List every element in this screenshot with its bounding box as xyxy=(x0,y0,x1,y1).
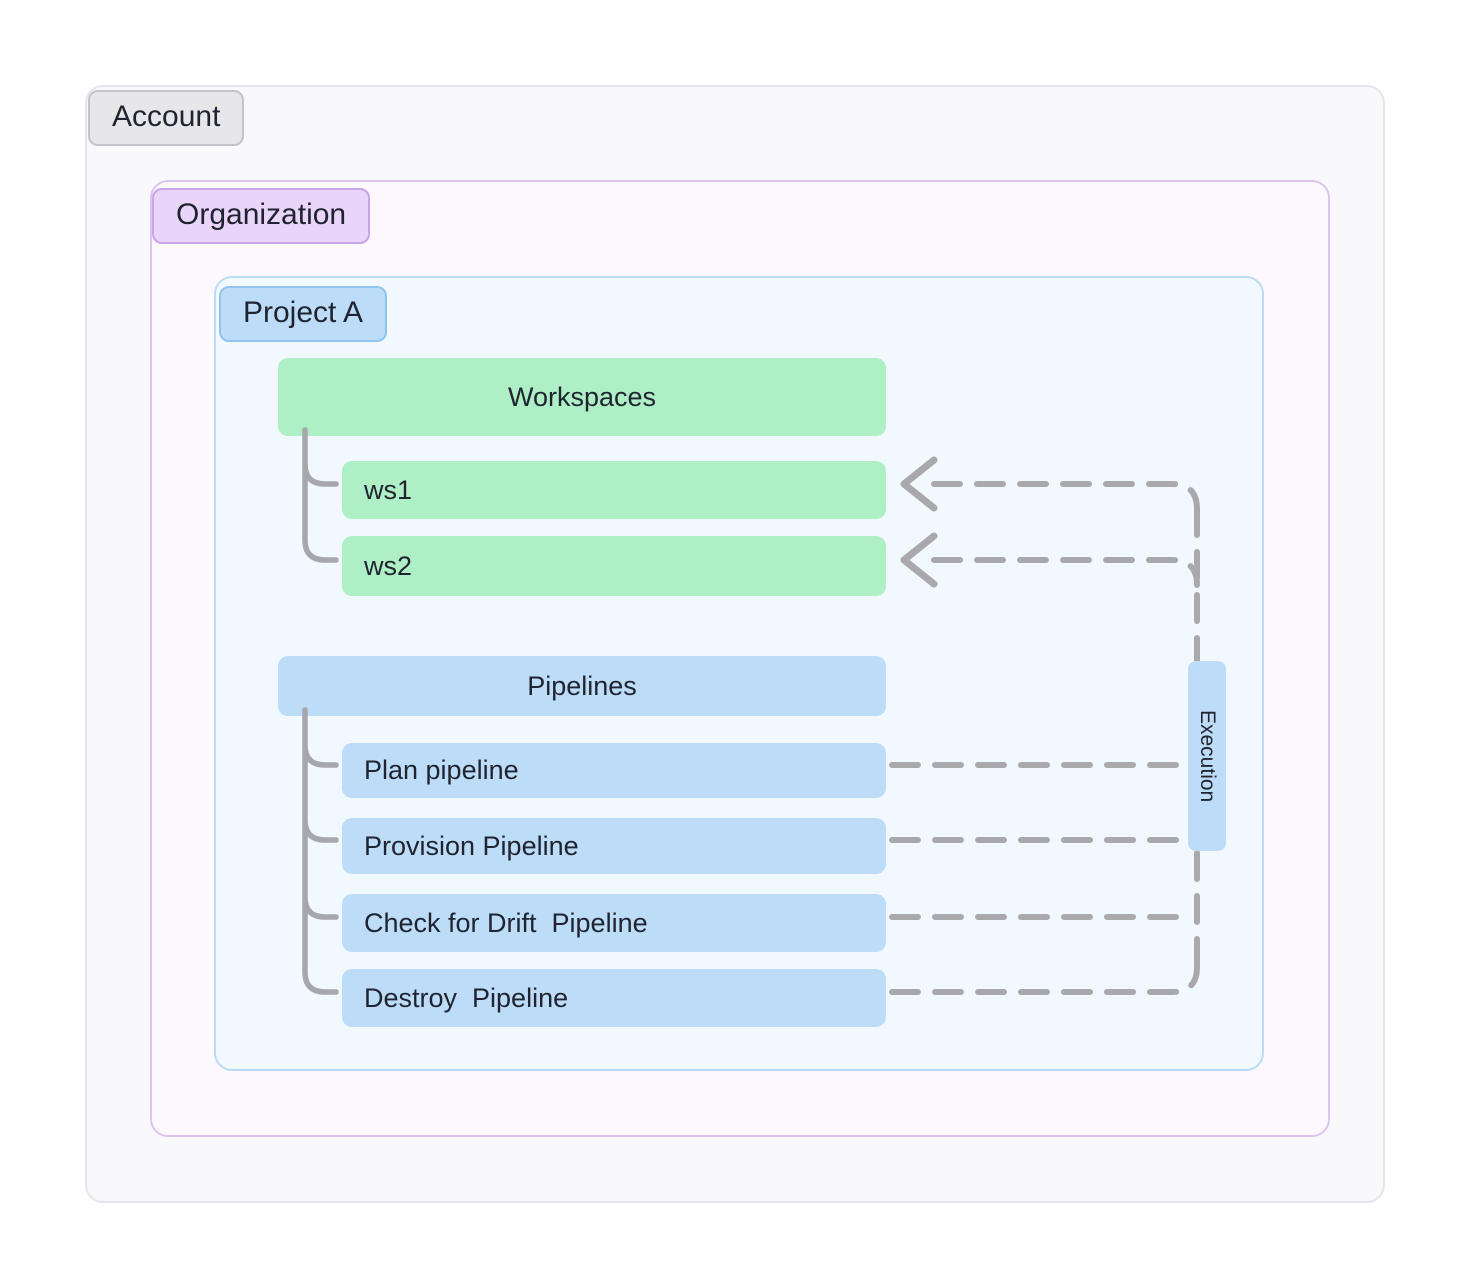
account-label: Account xyxy=(88,90,245,146)
pipeline-destroy: Destroy Pipeline xyxy=(342,969,886,1027)
pipeline-check-drift: Check for Drift Pipeline xyxy=(342,894,886,952)
workspace-ws2: ws2 xyxy=(342,536,886,596)
account-container: Account Organization Project A Workspace… xyxy=(85,85,1385,1203)
execution-label: Execution xyxy=(1188,661,1226,851)
organization-container: Organization Project A Workspaces ws1 ws… xyxy=(150,180,1330,1137)
pipeline-provision: Provision Pipeline xyxy=(342,818,886,874)
pipeline-plan: Plan pipeline xyxy=(342,743,886,798)
workspaces-header: Workspaces xyxy=(278,358,886,436)
project-label: Project A xyxy=(219,286,388,342)
pipelines-header: Pipelines xyxy=(278,656,886,716)
project-container: Project A Workspaces ws1 ws2 Pipelines P… xyxy=(214,276,1264,1071)
organization-label: Organization xyxy=(152,188,371,244)
workspace-ws1: ws1 xyxy=(342,461,886,519)
